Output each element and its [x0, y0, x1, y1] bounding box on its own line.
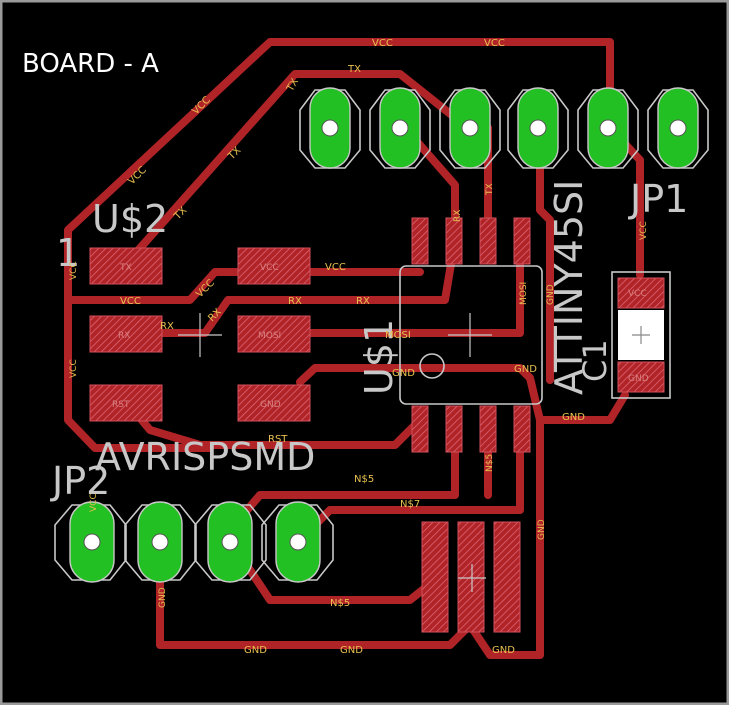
c1-pad-label-vcc: VCC — [628, 289, 647, 299]
trace-gnd-right — [536, 124, 554, 384]
trace-gnd-mcu — [296, 364, 629, 424]
c1-pad-gnd — [617, 361, 665, 393]
jp2-hole-4 — [289, 533, 307, 551]
trace-rx — [121, 236, 459, 337]
net-vcc-top-1: VCC — [372, 38, 393, 49]
net-mosi-vert: MOSI — [519, 282, 529, 305]
isp-pad-mosi — [237, 315, 311, 353]
mcu-pin-3 — [479, 405, 497, 453]
jp1-hole-2 — [391, 119, 409, 137]
mcu-body — [399, 265, 543, 405]
mcu-pin-8 — [411, 217, 429, 265]
net-n5-vert: N$5 — [485, 454, 495, 472]
net-rx-left: RX — [160, 321, 174, 332]
net-tx-top: TX — [347, 64, 361, 75]
jp1-hole-5 — [599, 119, 617, 137]
net-vcc-jp2: VCC — [89, 493, 99, 512]
isp-pad-rx — [89, 315, 163, 353]
net-vcc-vert-3: VCC — [639, 221, 649, 240]
jp2-header — [54, 501, 334, 583]
net-labels: VCC VCC TX VCC VCC TX TX TX VCC VCC VCC … — [69, 38, 649, 656]
resistor-pads — [421, 521, 521, 633]
net-gnd-mcu: GND — [392, 368, 415, 379]
avrisp-pads: TX VCC RX MOSI RST GND — [89, 247, 311, 422]
trace-vcc-mid — [64, 268, 424, 304]
jp2-hole-3 — [221, 533, 239, 551]
net-vcc-vert-2: VCC — [69, 359, 79, 378]
board-title: BOARD - A — [22, 49, 159, 79]
trace-mosi — [266, 236, 524, 337]
c1-outline — [611, 271, 671, 399]
mcu-pin-5 — [513, 217, 531, 265]
res-pad-3 — [493, 521, 521, 633]
trace-vcc-top — [64, 38, 614, 294]
mcu-pin-1 — [411, 405, 429, 453]
trace-tx — [121, 70, 472, 269]
net-gnd-vert-1: GND — [546, 284, 556, 305]
label-mcu-part: ATTINY45SI — [547, 180, 591, 395]
net-n5-bottom: N$5 — [330, 598, 350, 609]
net-gnd-vert-3: GND — [158, 587, 168, 608]
net-gnd-bottom-3: GND — [492, 645, 515, 656]
jp1-hole-3 — [461, 119, 479, 137]
pin1-marker: 1 — [56, 231, 80, 275]
mcu-pin-7 — [445, 217, 463, 265]
net-vcc-vert-1: VCC — [69, 261, 79, 280]
net-gnd-vert-2: GND — [537, 519, 547, 540]
net-n5-top: N$5 — [354, 474, 374, 485]
net-rx-mid-2: RX — [356, 296, 370, 307]
mcu-pin-4 — [513, 405, 531, 453]
mcu-pin-6 — [479, 217, 497, 265]
c1-capacitor: VCC GND — [611, 271, 671, 399]
isp-pad-rst — [89, 384, 163, 422]
res-pad-2 — [457, 521, 485, 633]
jp2-hole-2 — [151, 533, 169, 551]
net-gnd-bottom-1: GND — [244, 645, 267, 656]
label-c1: C1 — [576, 339, 614, 382]
isp-pad-label-rst: RST — [112, 400, 130, 410]
net-vcc-mid: VCC — [325, 262, 346, 273]
trace-vcc-left — [64, 286, 214, 452]
net-vcc-top-2: VCC — [484, 38, 505, 49]
mcu-footprint — [399, 217, 543, 453]
isp-pad-label-tx: TX — [119, 263, 132, 273]
label-mcu-ref: U$1 — [357, 319, 401, 395]
isp-pad-label-mosi: MOSI — [258, 331, 281, 341]
label-usb-ref: U$2 — [92, 197, 168, 241]
net-rx-vert: RX — [453, 210, 463, 222]
c1-pad-label-gnd: GND — [628, 374, 649, 384]
jp1-hole-4 — [529, 119, 547, 137]
net-vcc-left: VCC — [120, 296, 141, 307]
label-jp2: JP2 — [50, 459, 110, 503]
net-gnd-bottom-2: GND — [340, 645, 363, 656]
isp-pad-vcc — [237, 247, 311, 285]
label-avrisp: AVRISPSMD — [95, 435, 315, 479]
isp-pad-tx — [89, 247, 163, 285]
isp-pad-label-rx: RX — [118, 331, 130, 341]
res-pad-1 — [421, 521, 449, 633]
trace-gnd-bottom-right — [466, 416, 544, 659]
label-jp1: JP1 — [628, 177, 688, 221]
net-tx-vert: TX — [485, 183, 495, 196]
net-gnd-c1: GND — [562, 412, 585, 423]
jp1-hole-6 — [669, 119, 687, 137]
mcu-pin1-dot — [419, 353, 445, 379]
net-gnd-mcu-right: GND — [514, 364, 537, 375]
net-n7: N$7 — [400, 499, 420, 510]
net-rx-mid: RX — [288, 296, 302, 307]
jp1-hole-1 — [321, 119, 339, 137]
jp1-header — [299, 87, 709, 169]
jp2-hole-1 — [83, 533, 101, 551]
isp-pad-label-gnd: GND — [260, 400, 281, 410]
net-rst: RST — [268, 434, 288, 445]
mcu-pin-2 — [445, 405, 463, 453]
net-vcc-diag-3: VCC — [194, 278, 217, 301]
isp-pad-gnd — [237, 384, 311, 422]
isp-pad-label-vcc: VCC — [260, 263, 279, 273]
net-mosi: MOSI — [385, 330, 411, 341]
c1-pad-vcc — [617, 277, 665, 309]
